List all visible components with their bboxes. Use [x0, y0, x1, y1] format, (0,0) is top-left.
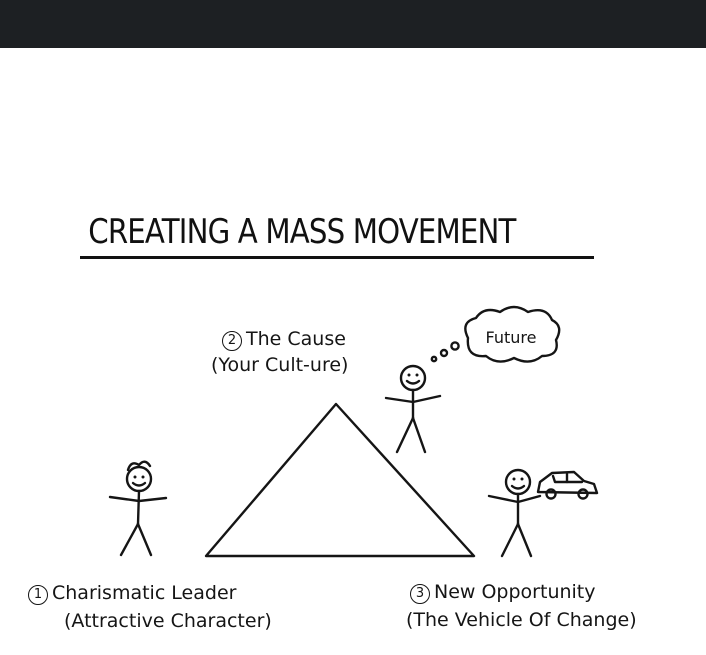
diagram-title: CREATING A MASS MOVEMENT — [88, 212, 516, 252]
node-cause-title: The Cause — [246, 328, 346, 350]
node-leader-number: 1 — [28, 585, 48, 605]
node-opportunity-title: New Opportunity — [434, 581, 596, 603]
node-leader-title: Charismatic Leader — [52, 582, 237, 604]
thought-dot — [439, 348, 449, 358]
movement-triangle — [204, 402, 476, 558]
node-cause-sublabel: (Your Cult-ure) — [211, 354, 349, 376]
cause-stick-figure-icon — [384, 364, 442, 454]
opportunity-stick-figure-icon — [487, 468, 542, 558]
node-opportunity-sublabel: (The Vehicle Of Change) — [406, 609, 637, 631]
node-cause-number: 2 — [222, 331, 242, 351]
thought-cloud-icon: Future — [464, 305, 561, 363]
node-leader-sublabel: (Attractive Character) — [64, 610, 272, 632]
leader-stick-figure-icon — [108, 460, 168, 557]
thought-dot — [430, 355, 438, 363]
top-bar — [0, 0, 706, 48]
car-icon — [536, 470, 599, 500]
node-opportunity-number: 3 — [410, 584, 430, 604]
title-underline — [80, 256, 594, 259]
thought-bubble-text: Future — [486, 328, 537, 347]
thought-dot — [450, 341, 460, 351]
